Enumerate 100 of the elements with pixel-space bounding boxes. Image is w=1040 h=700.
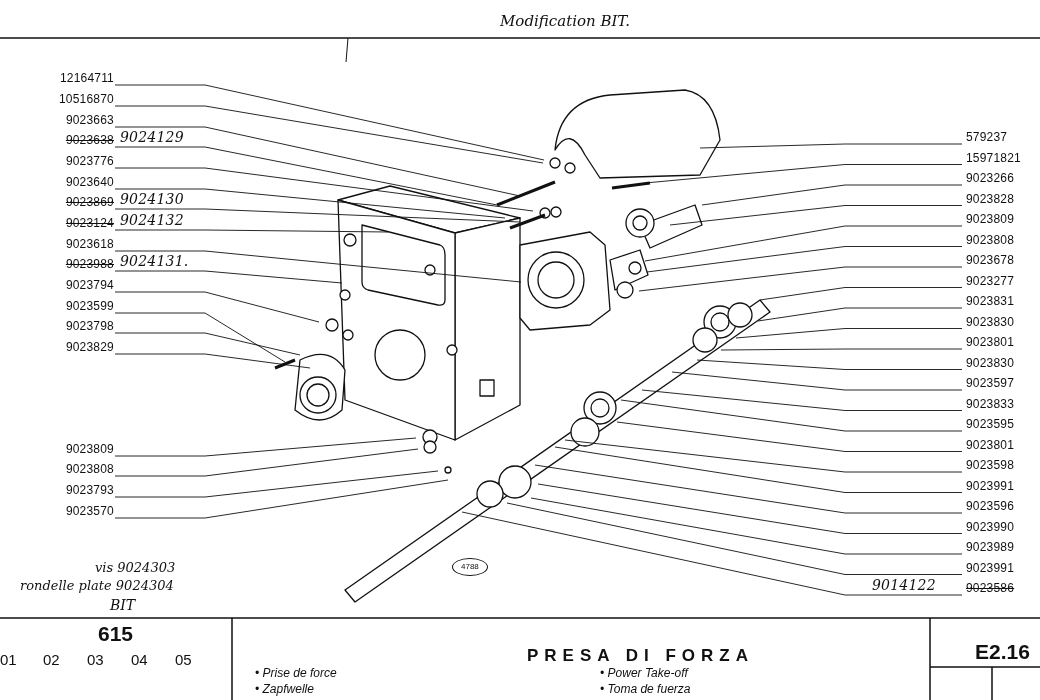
leader-line	[114, 291, 320, 323]
leader-line	[644, 164, 963, 184]
leader-line	[114, 146, 498, 206]
part-number: 9023808	[65, 462, 114, 476]
handwritten-part-number: 9024132	[120, 213, 184, 227]
model-code: 02	[43, 651, 60, 668]
leader-line	[114, 270, 343, 284]
leader-line	[114, 470, 439, 498]
leader-line	[114, 250, 522, 283]
leader-line	[114, 437, 417, 457]
section-code: E2.16	[975, 640, 1030, 664]
leader-line	[735, 328, 963, 339]
struck-part-number: 9023988	[65, 257, 114, 271]
struck-part-number: 9023124	[65, 216, 114, 230]
leader-line	[669, 205, 963, 226]
handwritten-part-number: 9024129	[120, 130, 184, 144]
struck-part-number: 9023586	[966, 581, 1015, 595]
handwritten-part-number: 9024131.	[120, 254, 189, 268]
leader-line	[620, 399, 963, 432]
part-number: 9023828	[966, 191, 1015, 206]
list-item: • Prise de force	[255, 666, 337, 680]
leader-line	[114, 332, 301, 356]
leader-line	[537, 483, 963, 534]
leader-line	[720, 348, 963, 351]
part-number: 9023663	[65, 113, 114, 127]
model-code: 05	[175, 651, 192, 668]
leader-line	[701, 184, 963, 206]
leader-line	[114, 84, 545, 161]
part-number: 9023809	[65, 442, 114, 456]
list-item: • Toma de fuerza	[600, 682, 691, 696]
leader-line	[114, 208, 521, 223]
leader-line	[554, 446, 963, 493]
handwritten-note: rondelle plate 9024304	[20, 578, 174, 593]
part-number: 9023830	[966, 355, 1015, 370]
part-number: 9023829	[65, 340, 114, 354]
leader-line	[564, 439, 963, 473]
struck-part-number: 9023638	[65, 133, 114, 147]
leader-line	[534, 464, 963, 514]
part-number: 9023991	[966, 478, 1015, 493]
leader-line	[644, 225, 963, 262]
part-number: 9023801	[966, 335, 1015, 349]
struck-part-number: 9023869	[65, 195, 114, 209]
part-number: 9023808	[966, 232, 1015, 247]
part-number: 9023794	[65, 278, 114, 292]
part-number: 9023596	[966, 499, 1015, 513]
sheet-title: PRESA DI FORZA	[527, 646, 754, 666]
model-code: 03	[87, 651, 104, 668]
part-number: 9023798	[65, 319, 114, 333]
leader-line	[114, 126, 521, 197]
leader-line	[638, 266, 963, 292]
part-number: 9023833	[966, 396, 1015, 411]
part-number: 9023678	[966, 253, 1015, 267]
leader-line	[114, 448, 419, 477]
handwritten-note: BIT	[110, 597, 136, 613]
leader-line	[641, 389, 963, 411]
handwritten-note: Modification BIT.	[500, 12, 630, 30]
part-number: 9023793	[65, 483, 114, 497]
part-number: 9023776	[65, 154, 114, 168]
part-number: 9023618	[65, 237, 114, 251]
leader-line	[506, 502, 963, 575]
leader-line	[696, 359, 963, 370]
handwritten-part-number: 9014122	[872, 578, 936, 592]
leader-line	[114, 479, 449, 519]
part-number: 9023809	[966, 212, 1015, 226]
leader-line	[757, 307, 963, 322]
part-number: 9023831	[966, 294, 1015, 308]
leader-line	[114, 312, 286, 363]
part-number: 9023570	[65, 504, 114, 518]
part-number: 9023599	[65, 299, 114, 313]
part-number: 9023801	[966, 437, 1015, 452]
leader-line	[114, 188, 506, 219]
part-number: 9023598	[966, 458, 1015, 472]
part-number: 12164711	[59, 71, 114, 85]
part-number: 9023830	[966, 314, 1015, 329]
leader-line	[646, 246, 963, 273]
part-number: 9023597	[966, 376, 1015, 390]
model-code: 04	[131, 651, 148, 668]
part-number: 9023640	[65, 175, 114, 189]
part-number: 9023266	[966, 171, 1015, 185]
leader-line	[461, 511, 963, 596]
leader-line	[530, 497, 963, 555]
page-number: 615	[98, 622, 134, 646]
leader-line	[114, 229, 389, 233]
part-number: 579237	[966, 130, 1008, 144]
list-item: • Power Take-off	[600, 666, 688, 680]
leader-line	[699, 143, 963, 149]
list-item: • Zapfwelle	[255, 682, 314, 696]
part-number: 9023990	[966, 519, 1015, 534]
leader-line	[114, 167, 534, 212]
leader-line	[759, 287, 963, 301]
part-number: 15971821	[966, 150, 1021, 165]
handwritten-part-number: 9024130	[120, 192, 184, 206]
handwritten-note: vis 9024303	[95, 560, 176, 575]
part-number: 9023277	[966, 273, 1015, 288]
part-number: 9023991	[966, 560, 1015, 575]
leader-line	[616, 421, 963, 452]
leader-line	[114, 105, 544, 164]
leader-line	[671, 371, 963, 391]
part-number: 9023595	[966, 417, 1015, 431]
part-number: 10516870	[59, 92, 114, 106]
